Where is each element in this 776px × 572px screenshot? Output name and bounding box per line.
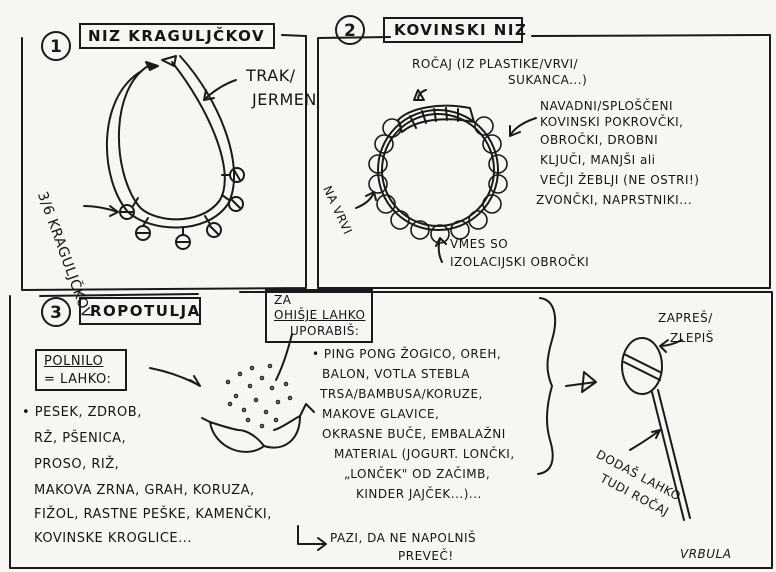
brace: [537, 297, 557, 475]
arrow-to-rattle: [565, 371, 597, 393]
fill-title-box: [35, 349, 127, 391]
panel-1-number: 1: [50, 37, 62, 57]
fill-item-6: KOVINSKE KROGLICE...: [34, 531, 193, 546]
arrow-warning: [297, 525, 327, 551]
shell-item-7: „LONČEK" OD ZAČIMB,: [344, 467, 491, 481]
fill-item-4: MAKOVA ZRNA, GRAH, KORUZA,: [34, 483, 255, 498]
fill-item-3: PROSO, RIŽ,: [34, 457, 120, 472]
panel-2-frame: [317, 34, 771, 289]
shell-item-2: BALON, VOTLA STEBLA: [322, 367, 470, 381]
panel-2-title-box: [383, 17, 523, 43]
warning-line-2: PREVEČ!: [398, 549, 454, 563]
fill-item-5: FIŽOL, RASTNE PEŠKE, KAMENČKI,: [34, 507, 272, 522]
panel-3-number-circle: [41, 297, 71, 327]
shell-item-5: OKRASNE BUČE, EMBALAŽNI: [322, 427, 506, 441]
panel-2-title: KOVINSKI NIZ: [394, 21, 528, 39]
strap-label-line-2: JERMEN: [252, 90, 317, 109]
shell-title-line-1: ZA: [274, 293, 292, 307]
arrow-fill-to-shell: [149, 367, 201, 387]
metal-ring-drawing: [368, 89, 508, 244]
shell-title-box: [265, 289, 373, 343]
shell-item-4: MAKOVE GLAVICE,: [322, 407, 440, 421]
panel-2-number-circle: [335, 15, 365, 45]
panel-1-frame: [21, 34, 307, 291]
fill-item-1: • PESEK, ZDROB,: [22, 405, 142, 420]
items-label-line-6: ZVONČKI, NAPRSTNIKI...: [536, 193, 693, 207]
bell-necklace-drawing: [106, 55, 245, 250]
handle-label-line-1: ROČAJ (IZ PLASTIKE/VRVI/: [412, 57, 579, 71]
shell-title-line-2: OHIŠJE LAHKO: [274, 308, 366, 322]
shell-item-6: MATERIAL (JOGURT. LONČKI,: [334, 447, 515, 461]
warning-line-1: PAZI, DA NE NAPOLNIŠ: [330, 531, 477, 545]
panel-1-number-circle: [41, 31, 71, 61]
fill-title-line-2: = LAHKO:: [44, 372, 112, 387]
arrow-to-strap: [203, 79, 237, 101]
seeds-drawing: [225, 363, 293, 429]
shell-item-1: • PING PONG ŽOGICO, OREH,: [312, 347, 502, 361]
panel-3-frame: [9, 291, 773, 569]
panel-3-number: 3: [50, 303, 62, 323]
shell-item-3: TRSA/BAMBUSA/KORUZE,: [320, 387, 483, 401]
panel-1-title: NIZ KRAGULJČKOV: [88, 27, 266, 45]
shell-item-8: KINDER JAJČEK...)...: [356, 487, 482, 501]
rings-label-line-1: VMES SO: [450, 237, 509, 251]
handle-label-line-2: SUKANCA...): [508, 73, 588, 87]
panel-3-title-box: [79, 297, 201, 325]
arrow-shell-box: [275, 333, 293, 381]
rattle-drawing: [621, 337, 691, 521]
seal-label-line-2: ZLEPIŠ: [670, 331, 714, 345]
arrow-to-items: [509, 117, 537, 137]
items-label-line-2: KOVINSKI POKROVČKI,: [540, 115, 684, 129]
arrow-to-bells: [83, 205, 119, 217]
arrow-to-handle: [417, 89, 427, 101]
items-label-line-3: OBROČKI, DROBNI: [540, 133, 659, 147]
shell-title-line-3: UPORABIŠ:: [290, 324, 360, 338]
fill-title-line-1: POLNILO: [44, 354, 104, 369]
arrow-to-rings: [435, 237, 447, 263]
fill-item-2: RŽ, PŠENICA,: [34, 431, 127, 446]
panel-3-title: ROPOTULJA: [90, 302, 201, 320]
strap-label-line-1: TRAK/: [246, 66, 296, 85]
items-label-line-1: NAVADNI/SPLOŠČENI: [540, 99, 674, 113]
signature: VRBULA: [680, 547, 732, 561]
panel-1-title-box: [79, 23, 275, 49]
arrow-to-handle-note: [629, 429, 661, 451]
panel-2-number: 2: [344, 21, 356, 41]
seal-label-line-1: ZAPREŠ/: [658, 311, 713, 325]
rings-label-line-2: IZOLACIJSKI OBROČKI: [450, 255, 590, 269]
items-label-line-5: VEČJI ŽEBLJI (NE OSTRI!): [540, 173, 700, 187]
arrow-to-seal: [659, 339, 683, 353]
arrow-to-string: [355, 191, 377, 209]
items-label-line-4: KLJUČI, MANJŠI ali: [540, 153, 656, 167]
broken-shell-drawing: [201, 403, 315, 453]
